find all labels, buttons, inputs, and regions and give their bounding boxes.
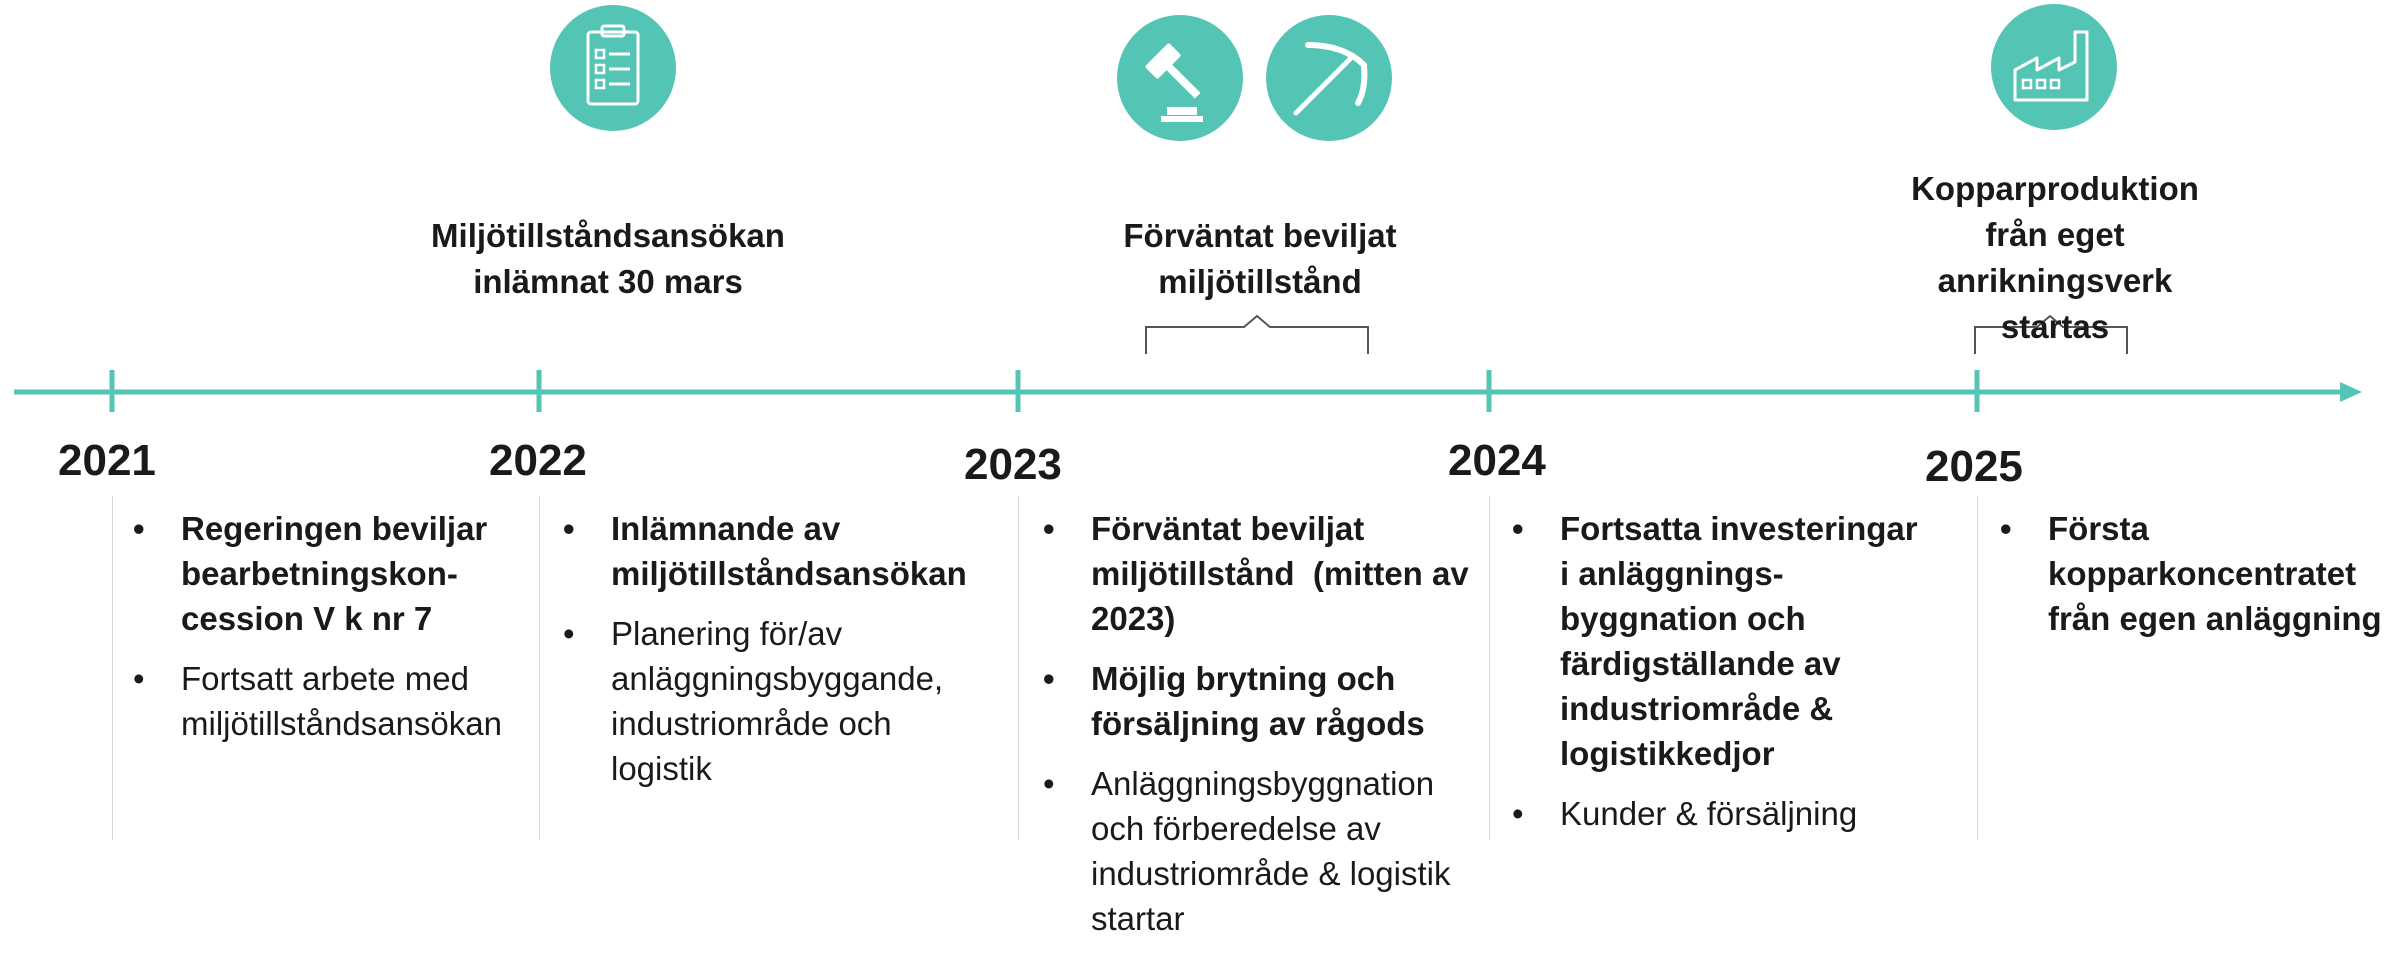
year-2021: 2021 (58, 436, 156, 485)
bracket-2025 (1974, 314, 2128, 354)
column-separator (1489, 496, 1490, 840)
list-item: Fortsatt arbete medmiljötillståndsansöka… (133, 656, 538, 746)
list-item: Kunder & försäljning (1512, 791, 1977, 836)
column-separator (1018, 496, 1019, 840)
milestone-2023-line2: miljötillstånd (1158, 263, 1362, 300)
bracket-2023 (1145, 314, 1369, 354)
year-2024: 2024 (1448, 436, 1546, 485)
column-separator (112, 496, 113, 840)
clipboard-checklist-icon (550, 5, 676, 131)
milestone-2025-line2: från eget (1985, 216, 2125, 253)
column-separator (1977, 496, 1978, 840)
year-2022: 2022 (489, 436, 587, 485)
milestone-2022-line2: inlämnat 30 mars (473, 263, 743, 300)
factory-icon (1991, 4, 2117, 130)
timeline-arrowhead (2340, 382, 2362, 402)
list-item: Regeringen beviljarbearbetningskon-cessi… (133, 506, 538, 641)
gavel-icon (1117, 15, 1243, 141)
timeline-graphic (14, 314, 2362, 412)
pickaxe-icon (1266, 15, 1392, 141)
milestone-2022-line1: Miljötillståndsansökan (431, 217, 785, 254)
list-item: Planering för/avanläggningsbyggande,indu… (563, 611, 1018, 791)
year-2023: 2023 (964, 440, 1062, 489)
column-2021: Regeringen beviljarbearbetningskon-cessi… (133, 506, 538, 761)
year-2025: 2025 (1925, 442, 2023, 491)
milestone-2025-line3: anrikningsverk startas (1937, 262, 2173, 345)
milestone-2023-line1: Förväntat beviljat (1123, 217, 1397, 254)
column-separator (539, 496, 540, 840)
milestone-2025-line1: Kopparproduktion (1911, 170, 2199, 207)
